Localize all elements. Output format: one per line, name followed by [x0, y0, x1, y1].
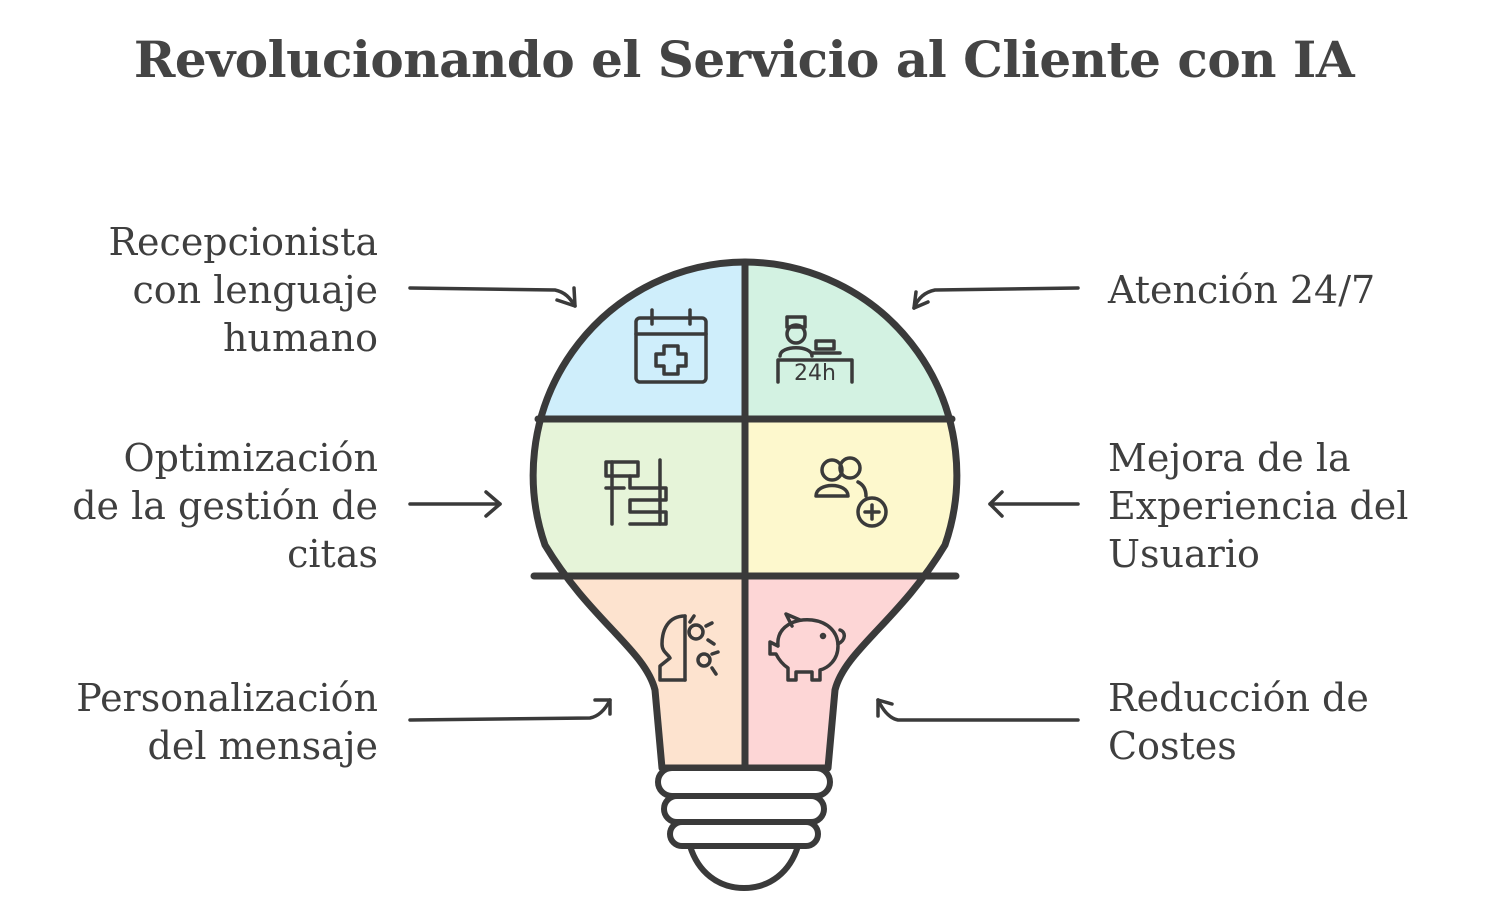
page-title: Revolucionando el Servicio al Cliente co…	[133, 30, 1355, 89]
label-receptionist: Recepcionista con lenguaje humano	[108, 220, 378, 360]
quadrant-user-experience	[745, 419, 957, 576]
bulb-base	[655, 765, 833, 891]
quadrant-appointments	[533, 419, 745, 576]
add-users-icon	[814, 456, 888, 528]
quadrant-personalization	[533, 576, 745, 768]
label-appointments: Optimización de la gestión de citas	[72, 436, 378, 576]
arrow-personalization	[408, 698, 612, 722]
calendar-plus-icon	[634, 308, 708, 384]
reception-24h-icon: 24h	[776, 315, 854, 386]
quadrant-cost-reduction	[745, 576, 957, 768]
quadrant-receptionist	[533, 262, 745, 419]
label-attention: Atención 24/7	[1108, 268, 1376, 312]
arrow-receptionist	[408, 286, 577, 308]
quadrant-attention	[745, 262, 957, 419]
arrow-appointments	[408, 490, 502, 518]
head-gears-icon	[658, 614, 720, 682]
arrow-user-experience	[988, 490, 1080, 518]
svg-text:24h: 24h	[794, 361, 836, 386]
label-personalization: Personalización del mensaje	[76, 676, 378, 768]
label-user-experience: Mejora de la Experiencia del Usuario	[1108, 436, 1409, 576]
arrow-cost-reduction	[876, 698, 1080, 722]
piggy-bank-icon	[768, 612, 846, 682]
arrows	[408, 286, 1080, 722]
scaffold-icon	[604, 458, 668, 526]
bulb-dividers	[530, 258, 960, 774]
label-cost-reduction: Reducción de Costes	[1108, 676, 1369, 768]
arrow-attention	[912, 286, 1080, 310]
